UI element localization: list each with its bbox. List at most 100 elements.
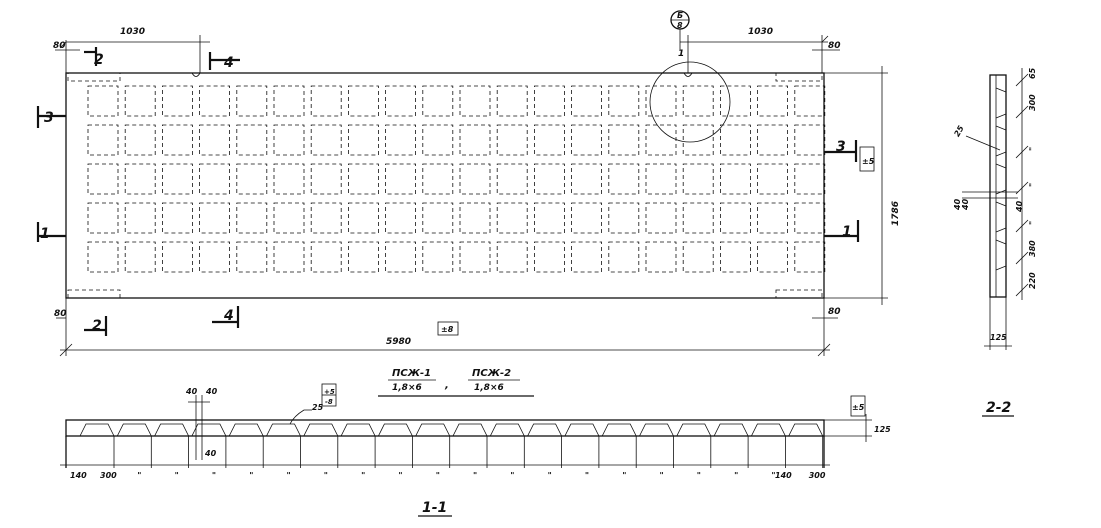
loop-left: [191, 72, 201, 77]
cell: [236, 163, 268, 195]
s22-dim-40a: 40: [953, 198, 962, 211]
cell: [385, 241, 417, 273]
cell: [199, 202, 231, 234]
bottom-dim: ": [548, 471, 552, 480]
cell: [534, 241, 565, 273]
cell: [385, 124, 417, 156]
cell: [496, 202, 528, 234]
tol-length-box: [437, 321, 459, 336]
cell: [422, 85, 454, 117]
section-mark-3-left: 3: [36, 106, 66, 128]
right-dim: 220: [1028, 272, 1037, 289]
rib: [340, 423, 376, 437]
cell: [87, 163, 119, 195]
cell: [310, 124, 342, 156]
callout-top-text: Б: [677, 11, 683, 20]
rib22: [995, 239, 1007, 271]
cell: [310, 202, 342, 234]
cell: [422, 163, 454, 195]
cell: [645, 202, 677, 234]
rib: [154, 423, 189, 437]
cell: [720, 85, 751, 117]
bottom-dim: ": [771, 471, 775, 480]
cell: [608, 124, 640, 156]
rib: [116, 423, 152, 437]
rib: [191, 423, 227, 437]
section-mark-2-top: 2: [84, 47, 104, 68]
dim-top-left: 1030: [120, 27, 145, 37]
rib: [79, 423, 115, 437]
s11-tol-right: ±5: [852, 403, 865, 412]
cell: [496, 124, 528, 156]
insert-bottom-left: [67, 289, 121, 299]
cell: [124, 124, 156, 156]
rib: [751, 423, 786, 437]
title-left-bottom: 1,8×6: [392, 383, 422, 393]
cell: [161, 124, 193, 156]
cell: [459, 202, 491, 234]
s22-dim-40c: 40: [1015, 200, 1024, 213]
cell: [608, 163, 640, 195]
cell: [682, 124, 714, 156]
cell: [534, 202, 565, 234]
right-dim: 380: [1028, 240, 1037, 257]
section11-slab: [65, 419, 825, 437]
cut-label-1-right: 1: [842, 224, 852, 240]
detail-circle: [649, 61, 731, 143]
rib: [452, 423, 488, 437]
s11-tol-top: +5: [324, 388, 335, 396]
title-right-top: ПСЖ-2: [472, 368, 511, 379]
s22-dim-125: 125: [990, 333, 1007, 342]
cell: [161, 85, 193, 117]
cut-label-1-left: 1: [40, 226, 50, 242]
cell: [161, 241, 193, 273]
cell: [347, 124, 379, 156]
dim-80-bottom-left: 80: [54, 309, 67, 319]
cell: [199, 163, 231, 195]
cell: [571, 163, 602, 195]
cell: [720, 163, 751, 195]
right-dim: ": [1028, 147, 1037, 151]
cell: [273, 202, 305, 234]
cell: [422, 124, 454, 156]
right-dim: ": [1028, 183, 1037, 187]
rib: [713, 423, 749, 437]
bottom-dim: ": [734, 471, 738, 480]
cell: [682, 85, 714, 117]
s11-dim-25: 25: [312, 403, 324, 412]
cell: [608, 85, 640, 117]
cell: [385, 163, 417, 195]
section22-slab: [989, 74, 1007, 298]
cell: [720, 202, 751, 234]
section-mark-2-bottom: 2: [84, 316, 108, 336]
cut-label-4-bottom: 4: [223, 308, 234, 324]
rib: [788, 423, 824, 437]
dim-80-top-left: 80: [53, 41, 66, 51]
cell: [645, 163, 677, 195]
bottom-dim: ": [361, 471, 365, 480]
callout-bottom-text: 8: [677, 21, 683, 30]
plan-view: 1030 80 1030 80 Б 8 1 2 4 3: [36, 10, 901, 357]
rib22: [995, 125, 1007, 157]
cell: [459, 124, 491, 156]
cell: [385, 202, 417, 234]
cell: [496, 163, 528, 195]
cell: [757, 241, 788, 273]
cell: [161, 202, 193, 234]
s22-dim-25: 25: [952, 124, 966, 139]
bottom-dim: ": [510, 471, 514, 480]
cell: [347, 163, 379, 195]
rib22: [995, 163, 1007, 195]
cut-label-3-right: 3: [836, 139, 846, 155]
cell: [87, 202, 119, 234]
rib: [639, 423, 674, 437]
section22-ribs: [995, 87, 1007, 271]
cut-label-3-left: 3: [44, 110, 54, 126]
loop-right: [683, 72, 693, 77]
cell: [794, 241, 826, 273]
cell: [347, 241, 379, 273]
rib: [601, 423, 637, 437]
rib: [527, 423, 562, 437]
